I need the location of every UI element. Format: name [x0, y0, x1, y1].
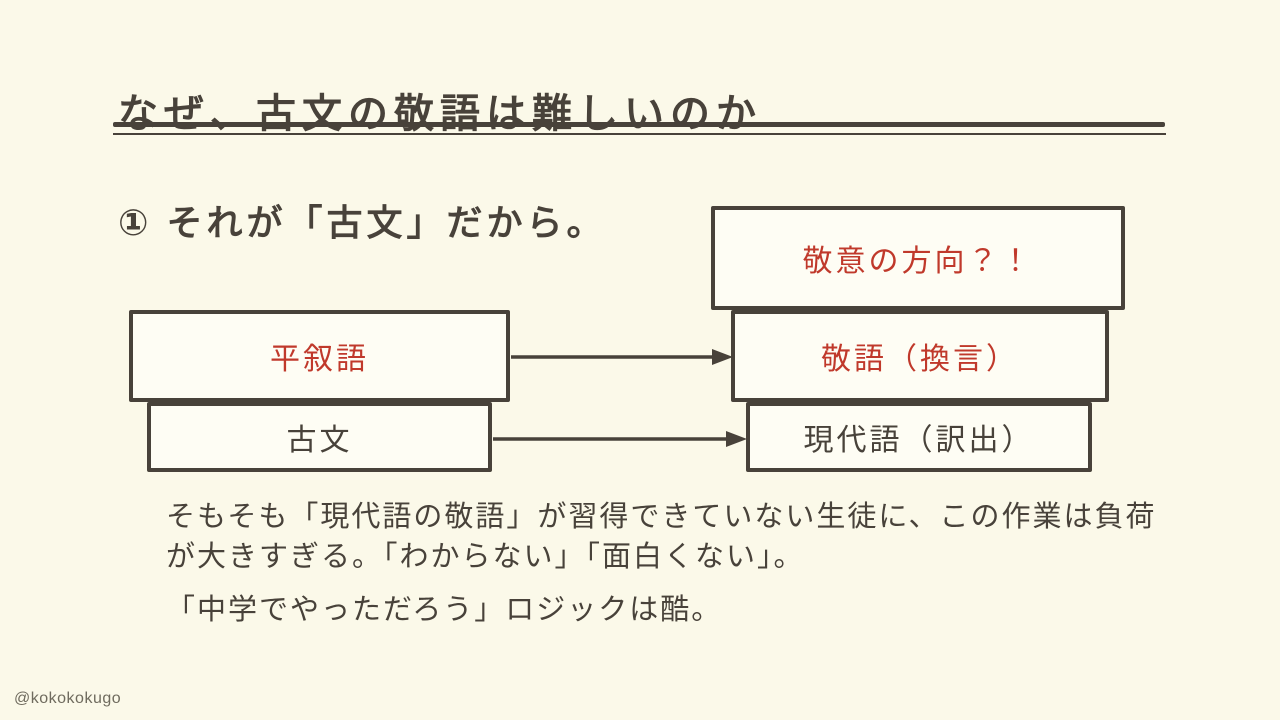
notes: そもそも「現代語の敬語」が習得できていない生徒に、この作業は負荷が大きすぎる。「… — [166, 497, 1166, 630]
notes-paragraph-1: そもそも「現代語の敬語」が習得できていない生徒に、この作業は負荷が大きすぎる。「… — [166, 501, 1157, 573]
diagram-box-label: 現代語（訳出） — [803, 424, 1035, 457]
title-rule-thin — [113, 133, 1166, 135]
diagram-box-keii-no-hoko: 敬意の方向？！ — [711, 206, 1125, 310]
diagram-box-label: 古文 — [286, 424, 353, 457]
page-title: なぜ、古文の敬語は難しいのか — [118, 91, 762, 136]
diagram-box-label: 敬意の方向？！ — [802, 245, 1034, 278]
arrow-heijogo-to-keigo — [511, 349, 733, 365]
watermark-handle: @kokokokugo — [14, 690, 122, 707]
title-rule-thick — [113, 122, 1165, 127]
notes-paragraph-2: 「中学でやっただろう」ロジックは酷。 — [166, 594, 723, 626]
diagram-box-gendaigo-yakushutsu: 現代語（訳出） — [746, 402, 1092, 472]
diagram-box-kobun: 古文 — [147, 402, 492, 472]
diagram-box-label: 平叙語 — [270, 343, 369, 376]
diagram-box-label: 敬語（換言） — [821, 343, 1019, 376]
arrow-kobun-to-gendaigo — [493, 431, 747, 447]
diagram-box-heijogo: 平叙語 — [129, 310, 510, 402]
section-heading: ① それが「古文」だから。 — [118, 201, 607, 243]
diagram-box-keigo-kangen: 敬語（換言） — [731, 310, 1109, 402]
